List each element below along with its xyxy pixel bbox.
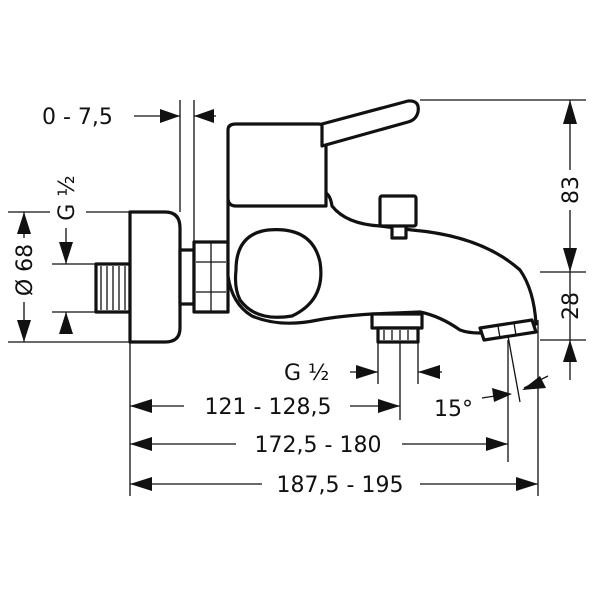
dim-height-top: [563, 100, 577, 272]
extension-lines: [8, 99, 586, 496]
dim-inlet-thread: [59, 228, 73, 334]
inlet-thread: [94, 262, 132, 314]
label-length-total: 187,5 - 195: [277, 473, 404, 498]
dim-angle: [481, 375, 549, 402]
label-inlet-diameter: Ø 68: [13, 244, 38, 296]
label-length-outlet: 121 - 128,5: [205, 395, 332, 420]
dim-length-total: [130, 477, 538, 491]
dim-outlet-thread: [350, 365, 442, 379]
body-oval: [233, 228, 323, 319]
dim-height-spout: [563, 272, 577, 380]
dim-inlet-diameter: [17, 212, 31, 342]
outlet-thread: [370, 312, 424, 344]
lever-handle: [320, 99, 420, 148]
hex-nut: [178, 240, 230, 314]
dim-offset: [134, 109, 216, 123]
cartridge-housing: [226, 122, 328, 208]
label-outlet-thread: G ½: [284, 361, 329, 386]
dim-length-spout-tip: [130, 437, 508, 451]
wall-flange: [128, 210, 182, 344]
label-inlet-thread: G ½: [55, 175, 80, 220]
label-offset: 0 - 7,5: [42, 105, 113, 130]
label-length-spout-tip: 172,5 - 180: [255, 433, 382, 458]
spout-aerator: [478, 318, 538, 342]
diverter-knob: [378, 194, 418, 240]
label-height-top: 83: [559, 176, 584, 204]
dim-length-outlet: [130, 399, 400, 413]
label-angle: 15°: [434, 397, 473, 422]
label-height-spout: 28: [559, 292, 584, 320]
